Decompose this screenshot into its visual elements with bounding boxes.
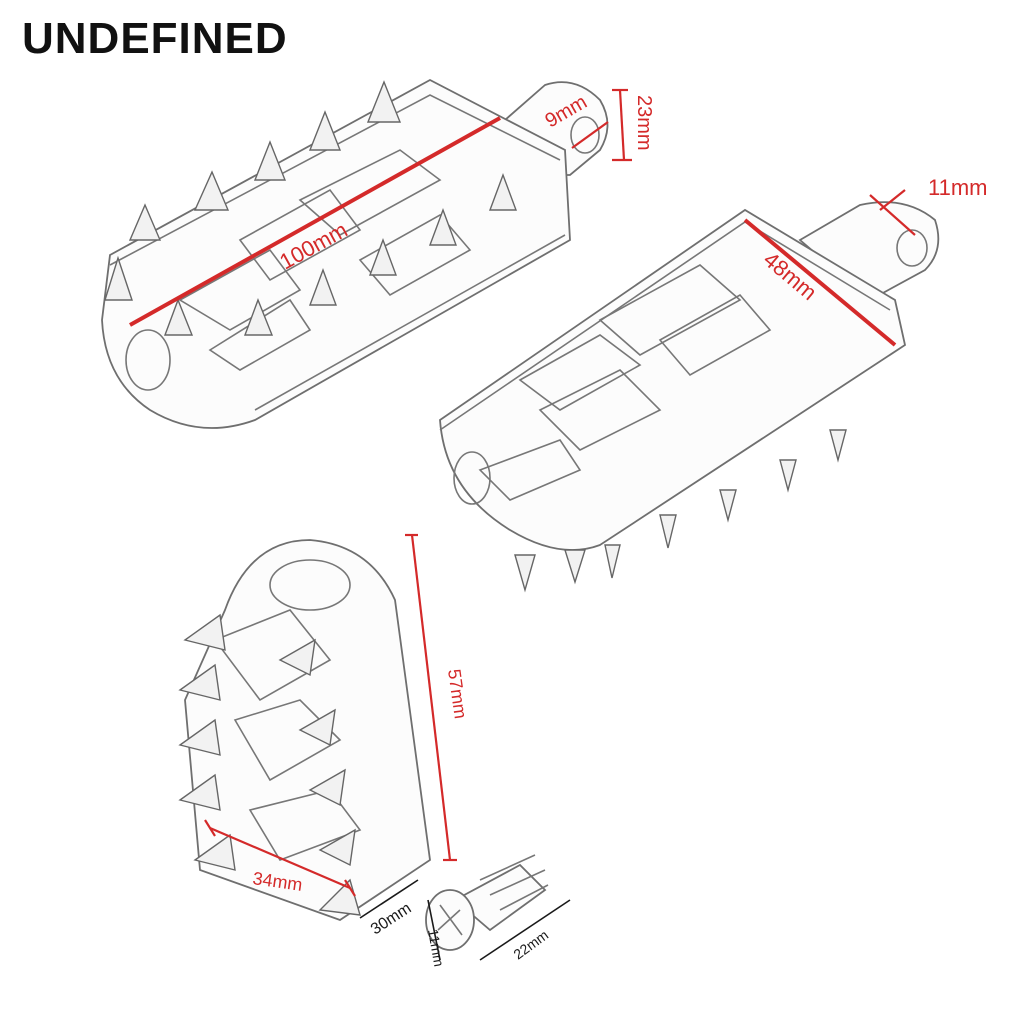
dimension-line-30mm — [359, 879, 419, 919]
dimension-line-34mm — [209, 826, 351, 890]
foot-peg-bottom: 57mm 34mm 30mm — [178, 533, 471, 938]
dimension-label-57mm: 57mm — [444, 668, 471, 720]
dimension-line-48mm — [743, 218, 897, 347]
spike-row-top — [104, 80, 518, 336]
dimension-label-23mm: 23mm — [633, 95, 655, 151]
dimension-line-57mm — [410, 534, 452, 861]
foot-peg-right: 11mm 48mm — [439, 175, 988, 593]
dimension-label-bolt-11mm: 11mm — [425, 928, 447, 968]
dimension-line-bolt-11mm — [427, 899, 441, 961]
dimension-label-11mm-right: 11mm — [928, 175, 988, 200]
dimension-line-bolt-22mm — [479, 899, 571, 961]
foot-peg-top-left: 100mm 9mm 23mm — [101, 78, 655, 429]
dimension-line-100mm — [129, 116, 501, 327]
bolt: 11mm 22mm — [425, 854, 571, 968]
dimension-line-23mm — [618, 89, 626, 161]
dimension-line-11mm-right — [869, 194, 916, 236]
brand-logo-text: UNDEFINED — [22, 14, 288, 63]
dimension-line-9mm — [571, 121, 609, 149]
spike-row-right — [514, 429, 847, 593]
dimension-label-30mm: 30mm — [368, 900, 415, 938]
dimension-label-bolt-22mm: 22mm — [510, 927, 551, 963]
spike-column-bottom — [178, 613, 361, 916]
